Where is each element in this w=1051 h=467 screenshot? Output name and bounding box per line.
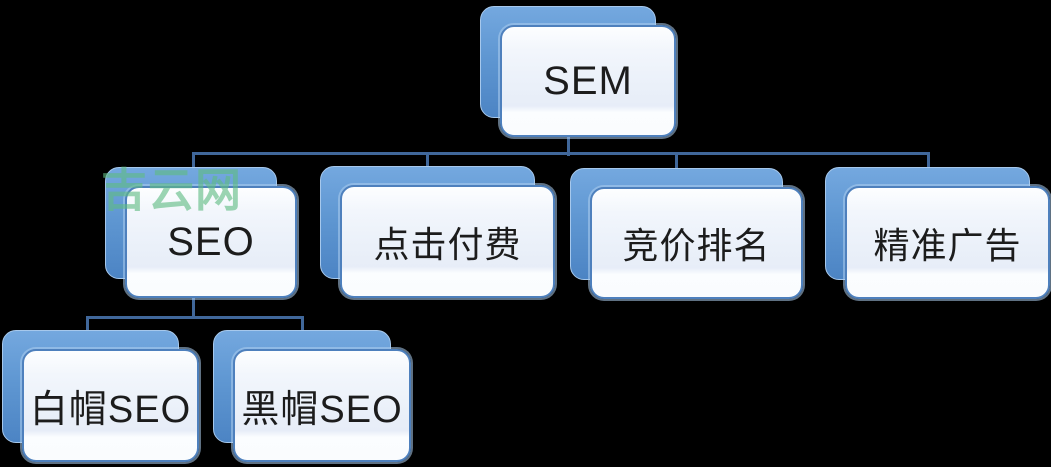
- node-white-hat-seo-card: 白帽SEO: [22, 349, 199, 462]
- node-precision-ads: 精准广告: [825, 167, 1051, 300]
- node-bid-ranking-label: 竞价排名: [622, 225, 771, 266]
- node-white-hat-seo: 白帽SEO: [2, 330, 200, 463]
- node-black-hat-seo-card: 黑帽SEO: [233, 349, 411, 462]
- connector-seo-vertical: [192, 288, 195, 319]
- node-precision-ads-card: 精准广告: [845, 186, 1050, 299]
- node-black-hat-seo: 黑帽SEO: [213, 330, 412, 463]
- node-bid-ranking: 竞价排名: [570, 168, 804, 300]
- connector-level1-horizontal: [192, 152, 930, 155]
- node-seo-card: SEO: [125, 186, 297, 298]
- connector-level2-horizontal: [86, 316, 304, 319]
- connector-sem-vertical: [567, 118, 570, 156]
- node-precision-ads-label: 精准广告: [873, 224, 1022, 266]
- node-black-hat-seo-label: 黑帽SEO: [241, 389, 403, 431]
- node-sem-label: SEM: [543, 58, 633, 103]
- node-sem: SEM: [480, 6, 677, 138]
- node-pay-per-click-card: 点击付费: [340, 185, 555, 298]
- node-sem-card: SEM: [500, 25, 676, 137]
- node-bid-ranking-card: 竞价排名: [590, 187, 803, 299]
- node-pay-per-click-label: 点击付费: [373, 223, 522, 265]
- watermark-text: 吉云网: [101, 164, 242, 216]
- node-seo: SEO: [105, 167, 298, 299]
- node-seo-label: SEO: [167, 219, 255, 264]
- node-white-hat-seo-label: 白帽SEO: [29, 389, 192, 431]
- node-pay-per-click: 点击付费: [320, 166, 556, 299]
